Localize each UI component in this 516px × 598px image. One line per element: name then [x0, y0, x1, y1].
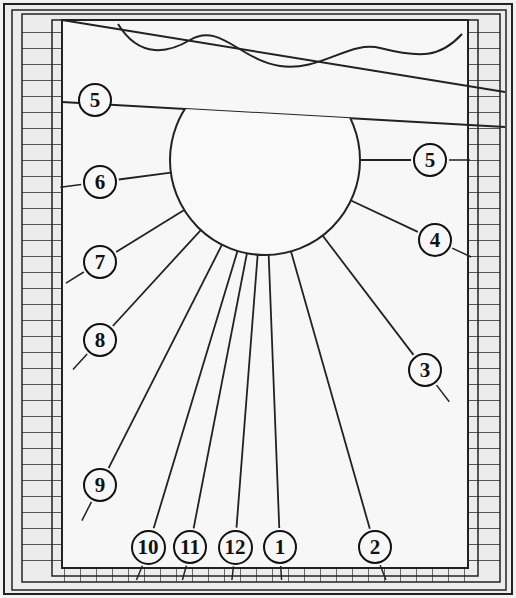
hour-number: 12: [225, 537, 246, 558]
hour-line: [291, 251, 370, 528]
hour-circle: 2: [358, 530, 392, 564]
hour-line-tail: [73, 354, 87, 369]
hour-line: [323, 236, 414, 355]
hour-line: [119, 173, 171, 180]
hour-circle: 9: [83, 468, 117, 502]
hour-line-tail: [380, 565, 386, 580]
hour-circle: 5: [413, 143, 447, 177]
hour-line-tail: [449, 159, 470, 161]
hour-number: 5: [425, 150, 436, 171]
hour-number: 7: [95, 252, 106, 273]
hour-number: 9: [95, 475, 106, 496]
outer-border: [4, 4, 512, 594]
hour-line-tail: [452, 248, 471, 257]
hour-circle: 6: [83, 165, 117, 199]
hour-circle: 12: [218, 530, 253, 565]
hour-number: 8: [95, 330, 106, 351]
hour-circle: 11: [173, 530, 207, 564]
hour-line: [269, 255, 280, 528]
side-hatching: [468, 20, 500, 568]
base-hatching: [62, 568, 468, 582]
hour-line: [351, 200, 418, 231]
sun-disc: [170, 65, 360, 255]
hour-number: 10: [138, 537, 159, 558]
hour-number: 4: [430, 230, 441, 251]
hour-line: [360, 159, 411, 161]
hour-line-tail: [60, 185, 81, 188]
hour-line: [237, 255, 258, 528]
side-hatching: [22, 20, 62, 568]
hour-circle: 4: [418, 223, 452, 257]
hour-line-tail: [136, 566, 142, 580]
hour-line-tail: [437, 385, 450, 402]
hour-line-tail: [182, 566, 186, 580]
hour-number: 5: [90, 90, 101, 111]
hour-number: 6: [95, 172, 106, 193]
hour-circle: 3: [408, 353, 442, 387]
hour-line-tail: [232, 566, 234, 580]
hour-line-tail: [280, 566, 282, 580]
hour-number: 11: [180, 537, 200, 558]
hour-circle: 8: [83, 323, 117, 357]
hour-line-tail: [82, 502, 92, 521]
hour-circle: 1: [263, 530, 297, 564]
hour-circle: 5: [78, 83, 112, 117]
hour-line-tail: [66, 272, 84, 283]
hour-number: 2: [370, 537, 381, 558]
hour-number: 3: [420, 360, 431, 381]
roof-line: [62, 20, 505, 92]
hour-circle: 7: [83, 245, 117, 279]
hour-line: [154, 251, 238, 528]
wave-line: [118, 24, 462, 67]
hour-circle: 10: [131, 530, 166, 565]
hour-number: 1: [275, 537, 286, 558]
hour-line: [116, 210, 184, 252]
dial-face: [62, 20, 468, 568]
